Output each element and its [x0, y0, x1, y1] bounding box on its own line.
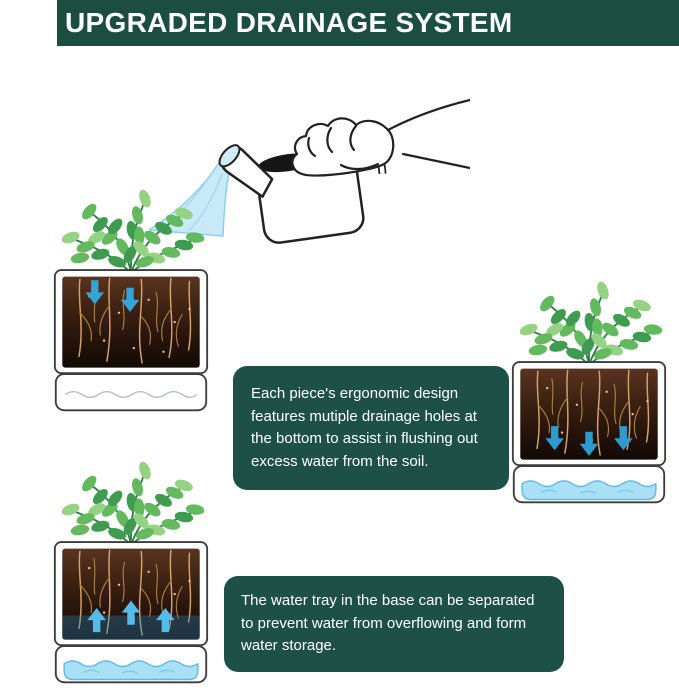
header-banner: UPGRADED DRAINAGE SYSTEM — [57, 0, 679, 46]
water-tray-callout: The water tray in the base can be separa… — [224, 576, 564, 672]
planter-cross-section-absorbing-icon — [53, 187, 209, 412]
watering-scene — [125, 72, 470, 244]
planter-cross-section-draining-icon — [511, 279, 667, 504]
drainage-callout: Each piece's ergonomic design features m… — [233, 366, 509, 490]
drainage-callout-text: Each piece's ergonomic design features m… — [251, 385, 478, 470]
hand — [291, 98, 470, 177]
water-tray-callout-text: The water tray in the base can be separa… — [241, 592, 535, 654]
planter-right — [510, 272, 668, 506]
planter-cross-section-water-storage-icon — [53, 459, 209, 684]
page-title: UPGRADED DRAINAGE SYSTEM — [65, 7, 513, 38]
watering-can-pouring-icon — [148, 98, 470, 244]
planter-bottom-left — [52, 452, 210, 686]
planter-top-left — [52, 180, 210, 414]
